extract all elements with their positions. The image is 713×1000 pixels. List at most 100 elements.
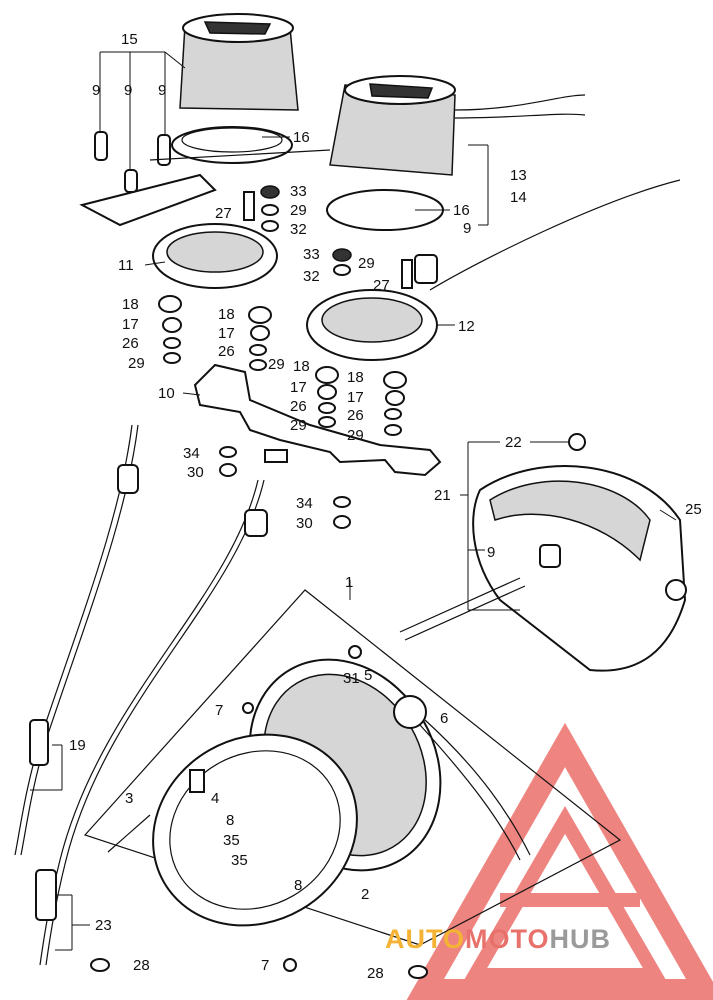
callout-12: 12 — [458, 318, 475, 335]
callout-1: 1 — [345, 574, 353, 591]
callout-17a: 17 — [122, 316, 139, 333]
callout-29e: 29 — [290, 417, 307, 434]
callout-9d: 9 — [463, 220, 471, 237]
callout-2: 2 — [361, 886, 369, 903]
callout-23: 23 — [95, 917, 112, 934]
screw-28a — [90, 958, 110, 972]
cable-19-boot — [29, 719, 49, 766]
callout-30b: 30 — [296, 515, 313, 532]
callout-33a: 33 — [290, 183, 307, 200]
cable-23-boot — [35, 869, 57, 921]
callout-26b: 26 — [218, 343, 235, 360]
watermark-logo — [406, 722, 713, 1000]
callout-7b: 7 — [261, 957, 269, 974]
callout-18a: 18 — [122, 296, 139, 313]
callout-7a: 7 — [215, 702, 223, 719]
bulb-9a — [94, 131, 108, 161]
cable-19-nut — [117, 464, 139, 494]
callout-29f: 29 — [347, 427, 364, 444]
callout-29d: 29 — [268, 356, 285, 373]
callout-26d: 26 — [347, 407, 364, 424]
callout-22: 22 — [505, 434, 522, 451]
callout-5: 5 — [364, 667, 372, 684]
callout-9e: 9 — [487, 544, 495, 561]
callout-14: 14 — [510, 189, 527, 206]
callout-29a: 29 — [290, 202, 307, 219]
bulb-9-case — [539, 544, 561, 568]
callout-27b: 27 — [373, 277, 390, 294]
spring-4 — [189, 769, 205, 793]
watermark-triangle-outer — [406, 722, 713, 1000]
callout-16a: 16 — [293, 129, 310, 146]
bracket-tab — [264, 449, 288, 463]
callout-9b: 9 — [124, 82, 132, 99]
callout-30a: 30 — [187, 464, 204, 481]
tachometer-cable — [429, 179, 681, 291]
callout-29c: 29 — [128, 355, 145, 372]
callout-31: 31 — [343, 670, 360, 687]
cable-23-nut — [244, 509, 268, 537]
watermark-word-hub: HUB — [550, 924, 612, 954]
headlight-case-assembly — [399, 433, 687, 672]
headlight-wires — [419, 724, 521, 861]
tachometer-window — [369, 83, 434, 99]
adjusting-screw-3 — [107, 814, 151, 853]
callout-8b: 8 — [294, 877, 302, 894]
callout-34a: 34 — [183, 445, 200, 462]
bulb-9b — [124, 169, 138, 193]
watermark-word-moto: MOTO — [465, 924, 550, 954]
case-mount-bolt — [665, 579, 687, 601]
speedometer-assembly — [79, 13, 331, 289]
callout-17b: 17 — [218, 325, 235, 342]
callout-19: 19 — [69, 737, 86, 754]
meter-bracket-lamps — [79, 173, 217, 227]
callout-10: 10 — [158, 385, 175, 402]
callout-35b: 35 — [231, 852, 248, 869]
clip-5 — [348, 645, 362, 659]
screw-7a — [242, 702, 254, 714]
fasteners — [158, 185, 413, 529]
cable-19 — [14, 424, 133, 856]
callout-27a: 27 — [215, 205, 232, 222]
callout-32b: 32 — [303, 268, 320, 285]
watermark-word-auto: AUTO — [385, 924, 465, 954]
speedometer-window — [203, 21, 272, 35]
callout-9a: 9 — [92, 82, 100, 99]
callout-33b: 33 — [303, 246, 320, 263]
callout-18d: 18 — [347, 369, 364, 386]
callout-3: 3 — [125, 790, 133, 807]
lamp-socket-right — [414, 254, 438, 284]
callout-28a: 28 — [133, 957, 150, 974]
callout-17d: 17 — [347, 389, 364, 406]
watermark-text: AUTOMOTOHUB — [385, 924, 611, 954]
callout-11: 11 — [118, 257, 134, 274]
tachometer-wires — [454, 94, 586, 111]
callout-4: 4 — [211, 790, 219, 807]
leader-lines — [30, 51, 677, 951]
callout-35a: 35 — [223, 832, 240, 849]
callout-8a: 8 — [226, 812, 234, 829]
callout-9c: 9 — [158, 82, 166, 99]
meter-bracket-10 — [193, 363, 442, 477]
bulb-socket-6 — [393, 695, 427, 729]
callout-34b: 34 — [296, 495, 313, 512]
bulb-9c — [157, 134, 171, 166]
callout-16b: 16 — [453, 202, 470, 219]
callout-26c: 26 — [290, 398, 307, 415]
callout-13: 13 — [510, 167, 527, 184]
tachometer-assembly — [306, 75, 681, 361]
callout-labels: 15 9 9 9 16 33 27 29 32 13 14 16 9 11 33… — [69, 31, 702, 982]
grommet-22 — [568, 433, 586, 451]
callout-32a: 32 — [290, 221, 307, 238]
callout-26a: 26 — [122, 335, 139, 352]
callout-18b: 18 — [218, 306, 235, 323]
callout-17c: 17 — [290, 379, 307, 396]
callout-18c: 18 — [293, 358, 310, 375]
headlight-assembly-frame-1 — [83, 589, 622, 946]
callout-21: 21 — [434, 487, 451, 504]
callout-25: 25 — [685, 501, 702, 518]
callout-29b: 29 — [358, 255, 375, 272]
screw-7b — [283, 958, 297, 972]
callout-28b: 28 — [367, 965, 384, 982]
